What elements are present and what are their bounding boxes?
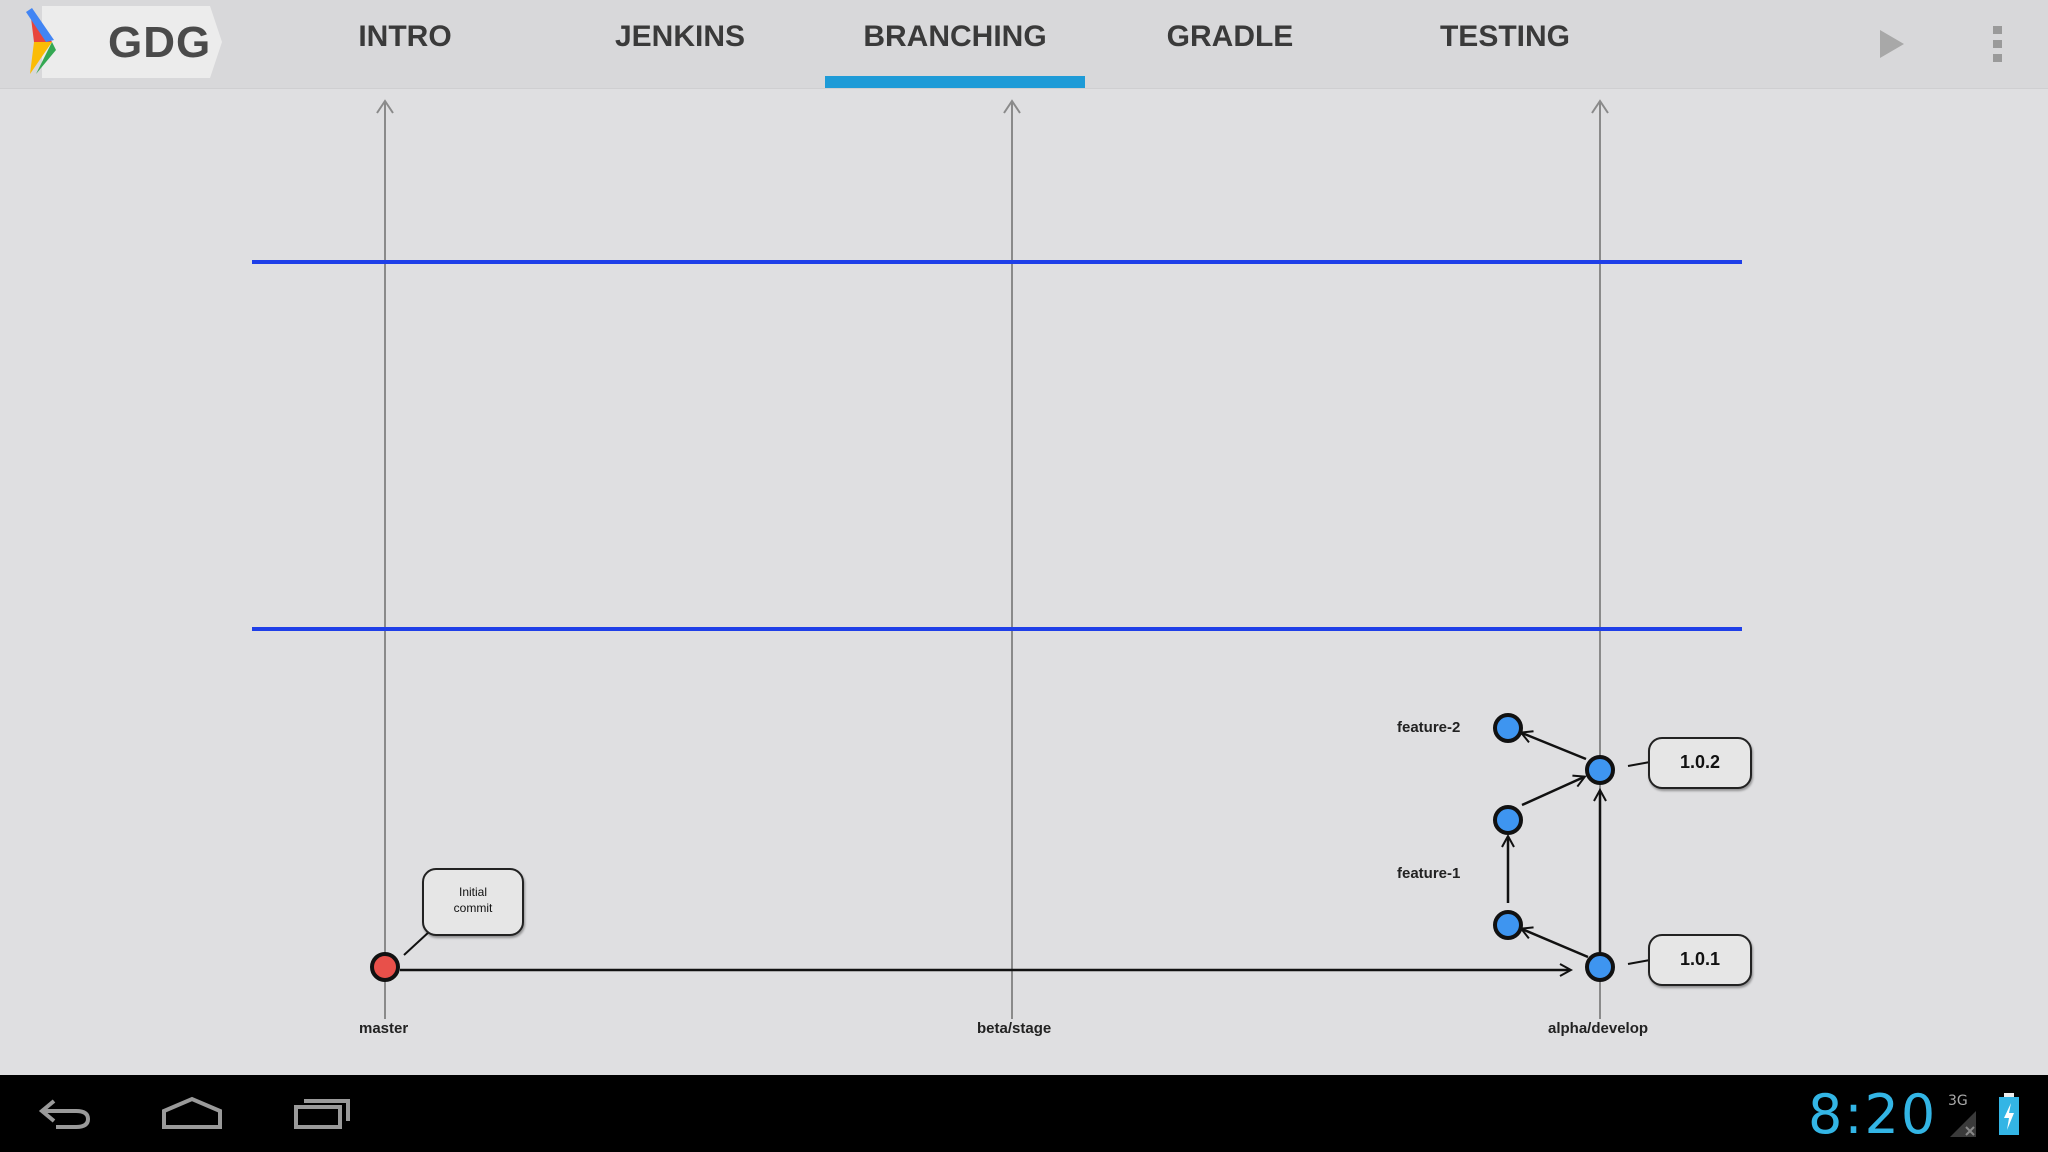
tab-label: TESTING (1439, 20, 1570, 53)
callout-pointer-101 (1627, 959, 1651, 965)
arrow-develop-to-feature1 (1522, 929, 1589, 959)
status-clock[interactable]: 8:20 (1808, 1083, 1938, 1146)
tab-jenkins[interactable]: JENKINS (575, 0, 785, 88)
tab-testing[interactable]: TESTING (1400, 0, 1610, 88)
version-callout-101: 1.0.1 (1648, 934, 1752, 986)
play-icon (1880, 30, 1904, 58)
develop-commit-101[interactable] (1585, 952, 1615, 982)
arrow-feature1-to-develop (1521, 777, 1584, 807)
branch-label-beta-stage: beta/stage (977, 1020, 1052, 1037)
branch-axis-master (376, 99, 394, 1019)
version-label: 1.0.1 (1679, 949, 1721, 969)
back-icon (38, 1099, 91, 1129)
initial-commit-node[interactable] (370, 952, 400, 982)
home-icon (162, 1096, 222, 1129)
develop-commit-102[interactable] (1585, 755, 1615, 785)
overflow-menu-icon (1993, 26, 2002, 62)
feature-2-label: feature-2 (1397, 719, 1461, 736)
gdg-logo[interactable]: GDG (22, 4, 222, 80)
arrow-develop-to-feature2 (1522, 733, 1587, 761)
branching-diagram: Initial commit 1.0.2 1.0.1 feature-2 fea… (0, 89, 2048, 1075)
home-button[interactable] (160, 1095, 224, 1136)
callout-pointer-initial (403, 930, 431, 956)
tab-label: BRANCHING (863, 20, 1047, 53)
active-tab-indicator (825, 76, 1085, 88)
recent-apps-button[interactable] (292, 1095, 352, 1136)
tab-branching[interactable]: BRANCHING (825, 0, 1085, 88)
play-button[interactable] (1872, 22, 1912, 66)
signal-icon (1950, 1111, 1976, 1137)
tab-gradle[interactable]: GRADLE (1125, 0, 1335, 88)
branch-axis-beta (1003, 99, 1021, 1019)
version-label: 1.0.2 (1679, 752, 1721, 772)
tab-label: JENKINS (614, 20, 746, 53)
battery-charging-icon (1999, 1093, 2019, 1135)
feature1-commit-2[interactable] (1493, 805, 1523, 835)
logo-text: GDG (108, 18, 212, 67)
version-callout-102: 1.0.2 (1648, 737, 1752, 789)
recent-apps-icon (294, 1099, 350, 1129)
feature1-commit-1[interactable] (1493, 910, 1523, 940)
back-button[interactable] (36, 1095, 92, 1136)
tab-label: GRADLE (1166, 20, 1294, 53)
branch-label-master: master (359, 1020, 409, 1037)
action-bar: GDG INTRO JENKINS BRANCHING GRADLE TESTI… (0, 0, 2048, 89)
network-type-label: 3G (1948, 1093, 1968, 1109)
callout-text-line1: Initial (458, 885, 487, 899)
system-navigation-bar: 8:20 3G (0, 1075, 2048, 1152)
tab-label: INTRO (358, 20, 452, 53)
feature2-commit[interactable] (1493, 713, 1523, 743)
tab-intro[interactable]: INTRO (300, 0, 510, 88)
callout-pointer-102 (1627, 761, 1651, 767)
overflow-menu-button[interactable] (1982, 20, 2012, 68)
branch-label-alpha-develop: alpha/develop (1548, 1020, 1649, 1037)
initial-commit-callout: Initial commit (422, 868, 524, 936)
feature-1-label: feature-1 (1397, 865, 1461, 882)
callout-text-line2: commit (453, 901, 493, 915)
